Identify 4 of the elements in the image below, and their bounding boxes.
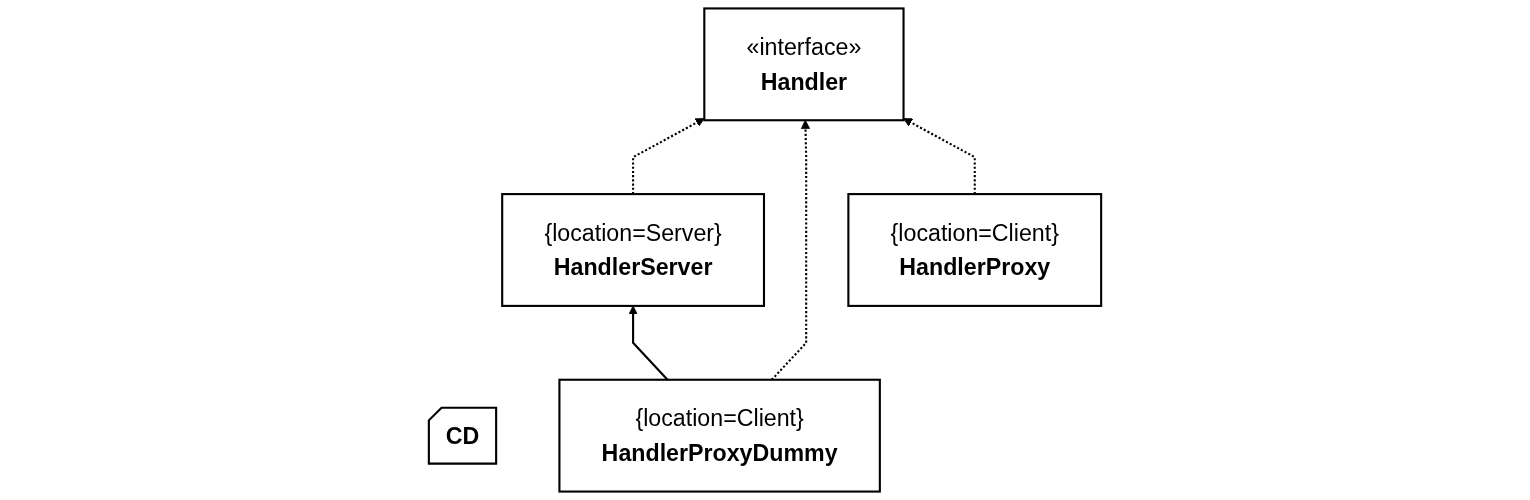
node-box: {location=Server} HandlerServer — [501, 193, 766, 307]
node-box: «interface» Handler — [703, 7, 905, 122]
node-box: {location=Client} HandlerProxy — [847, 193, 1103, 307]
node-box: {location=Client} HandlerProxyDummy — [558, 378, 881, 493]
